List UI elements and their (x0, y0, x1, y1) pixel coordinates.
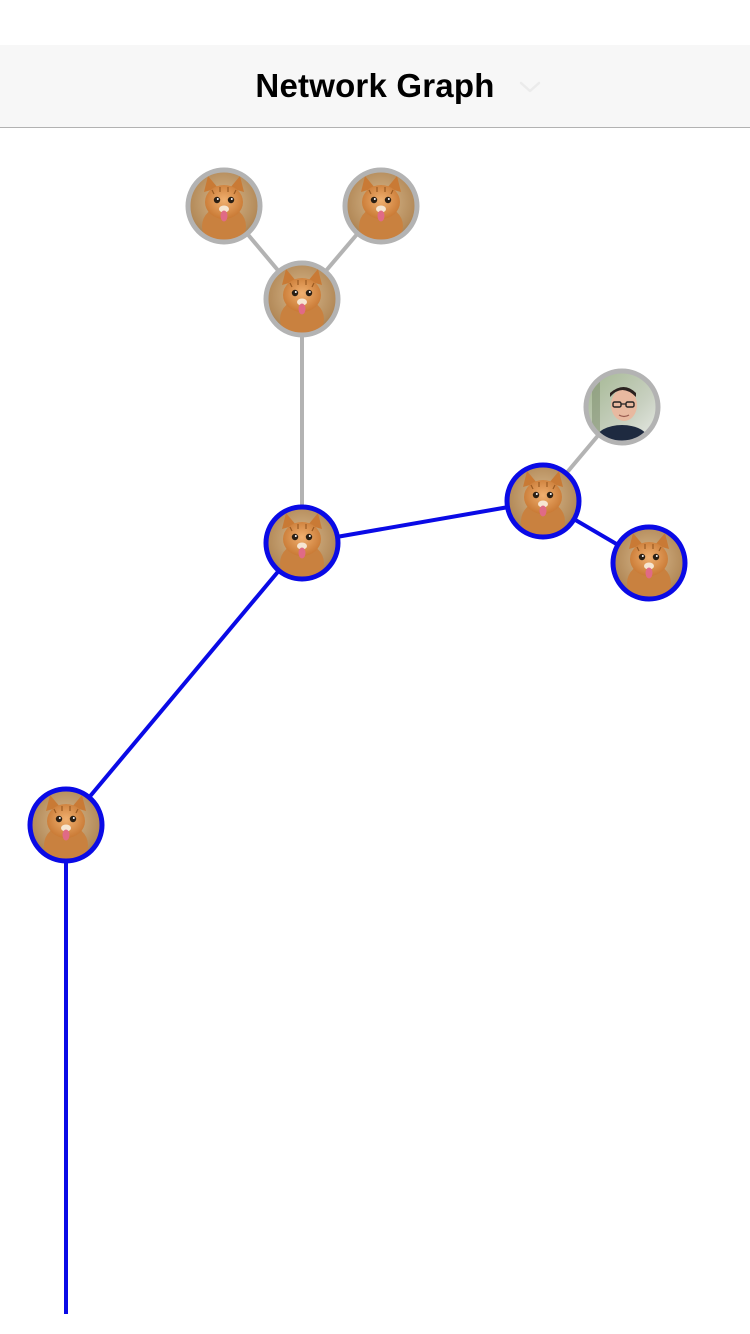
node-ring (583, 368, 661, 446)
graph-node-person[interactable] (582, 367, 662, 453)
cat-avatar-image (26, 785, 106, 865)
cat-avatar-image (609, 523, 689, 603)
edge-hub-center-left-root (64, 541, 304, 827)
node-ring (263, 504, 341, 582)
cat-avatar-image (341, 166, 421, 246)
edges-layer (64, 204, 651, 1314)
cat-avatar-image (184, 166, 264, 246)
cat-avatar-image (503, 461, 583, 541)
cat-avatar-image (262, 259, 342, 339)
cat-avatar-image (262, 503, 342, 583)
status-bar (0, 0, 750, 45)
graph-node-right-hub[interactable] (503, 461, 583, 541)
node-ring (27, 786, 105, 864)
network-graph-canvas[interactable] (0, 129, 750, 1334)
graph-node-right-leaf[interactable] (609, 523, 689, 603)
node-ring (610, 524, 688, 602)
page-title[interactable]: Network Graph (255, 67, 495, 104)
graph-node-top-left[interactable] (184, 166, 264, 246)
node-ring (504, 462, 582, 540)
nodes-layer (26, 166, 689, 865)
graph-node-hub-center[interactable] (262, 503, 342, 583)
node-ring (342, 167, 420, 245)
node-ring (263, 260, 341, 338)
graph-svg[interactable] (0, 129, 750, 1334)
node-ring (185, 167, 263, 245)
chevron-down-icon[interactable] (518, 75, 542, 99)
nav-title-container: Network Graph (0, 45, 750, 127)
graph-node-top-right[interactable] (341, 166, 421, 246)
graph-node-hub-upper[interactable] (262, 259, 342, 339)
edge-hub-center-right-hub (301, 499, 544, 545)
navigation-bar: Network Graph (0, 45, 750, 128)
graph-node-left-root[interactable] (26, 785, 106, 865)
